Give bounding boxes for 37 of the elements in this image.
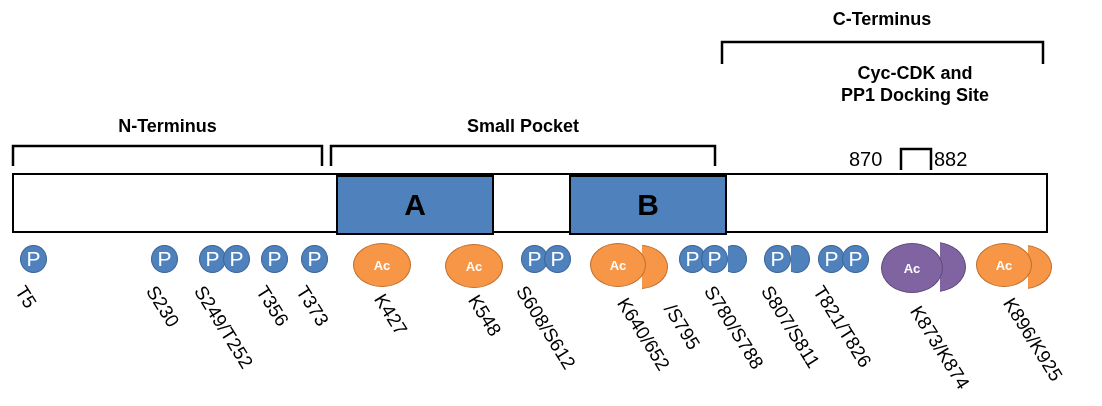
domain-label: A — [404, 188, 426, 222]
phosphorylation-circle — [544, 245, 571, 273]
region-label: C-Terminus — [831, 8, 933, 30]
modification-label: P — [848, 247, 863, 271]
residue-number: 870 — [849, 148, 883, 170]
modification-label: Ac — [373, 257, 391, 273]
acetylation-circle — [642, 245, 668, 289]
site-label: T5 — [10, 282, 41, 313]
region-label: N-Terminus — [117, 115, 218, 137]
modification-label: P — [527, 247, 542, 271]
modification-label: P — [550, 247, 565, 271]
modification-label: P — [770, 247, 785, 271]
acetylation-circle — [1028, 245, 1052, 289]
region-label: Small Pocket — [465, 115, 581, 137]
modification-label: P — [229, 247, 244, 271]
residue-number: 882 — [934, 148, 968, 170]
phosphorylation-circle — [791, 245, 810, 273]
modification-label: P — [824, 247, 839, 271]
modification-label: P — [707, 247, 722, 271]
modification-label: P — [685, 247, 700, 271]
domain-box — [569, 175, 727, 235]
protein-bar — [12, 173, 1048, 233]
modification-label: Ac — [465, 258, 483, 274]
phosphorylation-circle — [728, 245, 747, 273]
modification-label: P — [157, 247, 172, 271]
modification-label: P — [267, 247, 282, 271]
domain-label: B — [637, 188, 659, 222]
modification-label: Ac — [995, 257, 1013, 273]
modification-label: Ac — [609, 257, 627, 273]
region-label: Cyc-CDK and PP1 Docking Site — [840, 62, 990, 106]
modification-label: P — [205, 247, 220, 271]
modification-label: Ac — [903, 260, 921, 276]
modification-label: P — [307, 247, 322, 271]
phosphorylation-circle — [842, 245, 869, 273]
phosphorylation-circle — [223, 245, 250, 273]
domain-box — [336, 175, 494, 235]
modification-label: P — [26, 247, 41, 271]
